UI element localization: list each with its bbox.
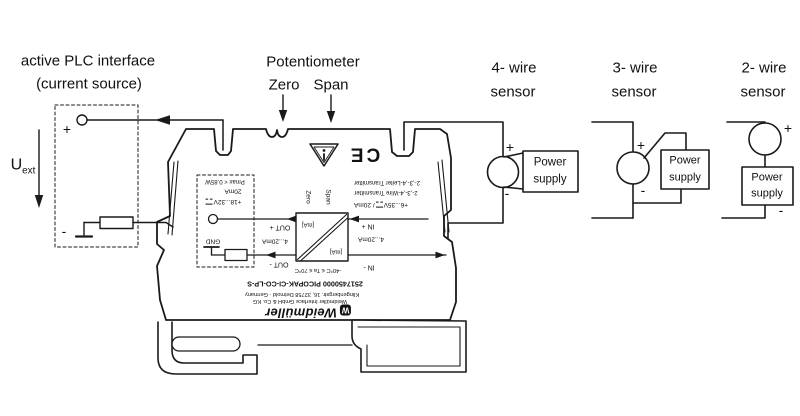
plc-dashed-box [54,104,139,248]
two-wire-title-line1: 2- wire [741,59,787,77]
four-wire-title-line2: sensor [490,83,536,101]
label-ma-bottom: [mA] [329,248,343,254]
label-out-terminal [207,213,219,225]
two-wire-sensor-symbol [748,122,782,156]
label-out-range: 4...20mA [261,237,289,245]
label-address: Klingenbergstr. 16, 32758 Detmold · Germ… [244,290,360,297]
span-pointer-arrow [326,94,336,123]
four-wire-power-label2: supply [533,173,567,186]
label-in-minus: IN - [363,263,375,271]
ce-mark-icon: CE [347,143,381,165]
device-latch-left [157,321,258,375]
three-wire-power-supply-box [660,149,710,190]
label-in-supply: +6...35V/ 20mA [354,200,408,208]
warning-triangle-icon [309,143,339,167]
plc-title-line1: active PLC interface [20,52,156,70]
label-in-range: 4...20mA [357,235,385,243]
uext-label: Uext [10,156,36,177]
two-wire-power-label1: Power [751,171,783,184]
label-out-plus: OUT + [269,223,291,231]
two-wire-title-line2: sensor [740,83,786,101]
dc-symbol-icon [205,198,213,205]
label-supply-voltage: +18...32V [204,197,242,205]
label-wire-transmitter: 2-,3-,4-Wire Transmitter [354,189,418,195]
four-wire-power-label1: Power [533,156,567,169]
plc-title-line2: (current source) [36,75,142,93]
four-wire-title-line1: 4- wire [491,59,537,77]
plc-plus-label: + [62,121,72,137]
plc-minus-label: - [61,223,67,239]
label-span: Span [324,189,332,205]
four-wire-power-supply-box [522,150,579,193]
device-foot-right [351,319,467,373]
label-order-number: 2517450000 PICOPAK-CI-CO-LP-S [247,279,363,289]
dc-symbol-icon [375,201,383,208]
two-wire-minus-label: - [778,202,784,218]
three-wire-title-line2: sensor [611,83,657,101]
plc-plus-terminal [76,114,88,126]
potentiometer-title: Potentiometer [266,53,360,71]
label-pmax: Pmax < 0.85W [205,178,245,184]
three-wire-power-label2: supply [669,171,701,184]
label-dashed-box [196,174,255,268]
gnd-symbol-icon [203,246,220,256]
two-wire-power-label2: supply [751,187,783,200]
two-wire-sensor-circuit [721,121,794,219]
label-gnd: GND [205,237,221,245]
three-wire-sensor-circuit [591,121,710,219]
uext-arrow [34,129,44,208]
four-wire-plus-label: + [505,139,515,155]
label-temp-range: -40°C ≤ Ta ≤ 70°C [294,266,342,273]
three-wire-title-line1: 3- wire [612,59,658,77]
two-wire-power-supply-box [741,166,794,206]
two-wire-plus-label: + [783,120,793,136]
label-leiter-transmitter: 2-,3-,4-Leiter Transmitter [353,179,421,185]
label-company: Weidmüller Interface GmbH & Co. KG [252,297,348,304]
three-wire-minus-label: - [640,182,646,198]
label-zero: Zero [304,190,312,204]
three-wire-plus-label: + [636,137,646,153]
potentiometer-span-label: Span [313,76,349,94]
label-out-minus: OUT - [269,260,289,268]
potentiometer-zero-label: Zero [268,76,300,94]
zero-pointer-arrow [278,94,288,122]
four-wire-sensor-circuit [403,121,579,240]
weidmueller-logo-mark-icon: W [339,304,351,316]
label-in-plus: IN + [361,222,375,230]
plc-resistor [99,216,134,230]
label-ma-top: [mA] [301,221,315,227]
four-wire-minus-label: - [504,185,510,201]
weidmueller-logo: WWeidmüller [265,304,351,321]
label-resistor [224,248,248,262]
three-wire-power-label1: Power [669,154,701,167]
label-supply-current: 20mA [224,187,242,195]
four-wire-sensor-symbol [486,155,520,189]
